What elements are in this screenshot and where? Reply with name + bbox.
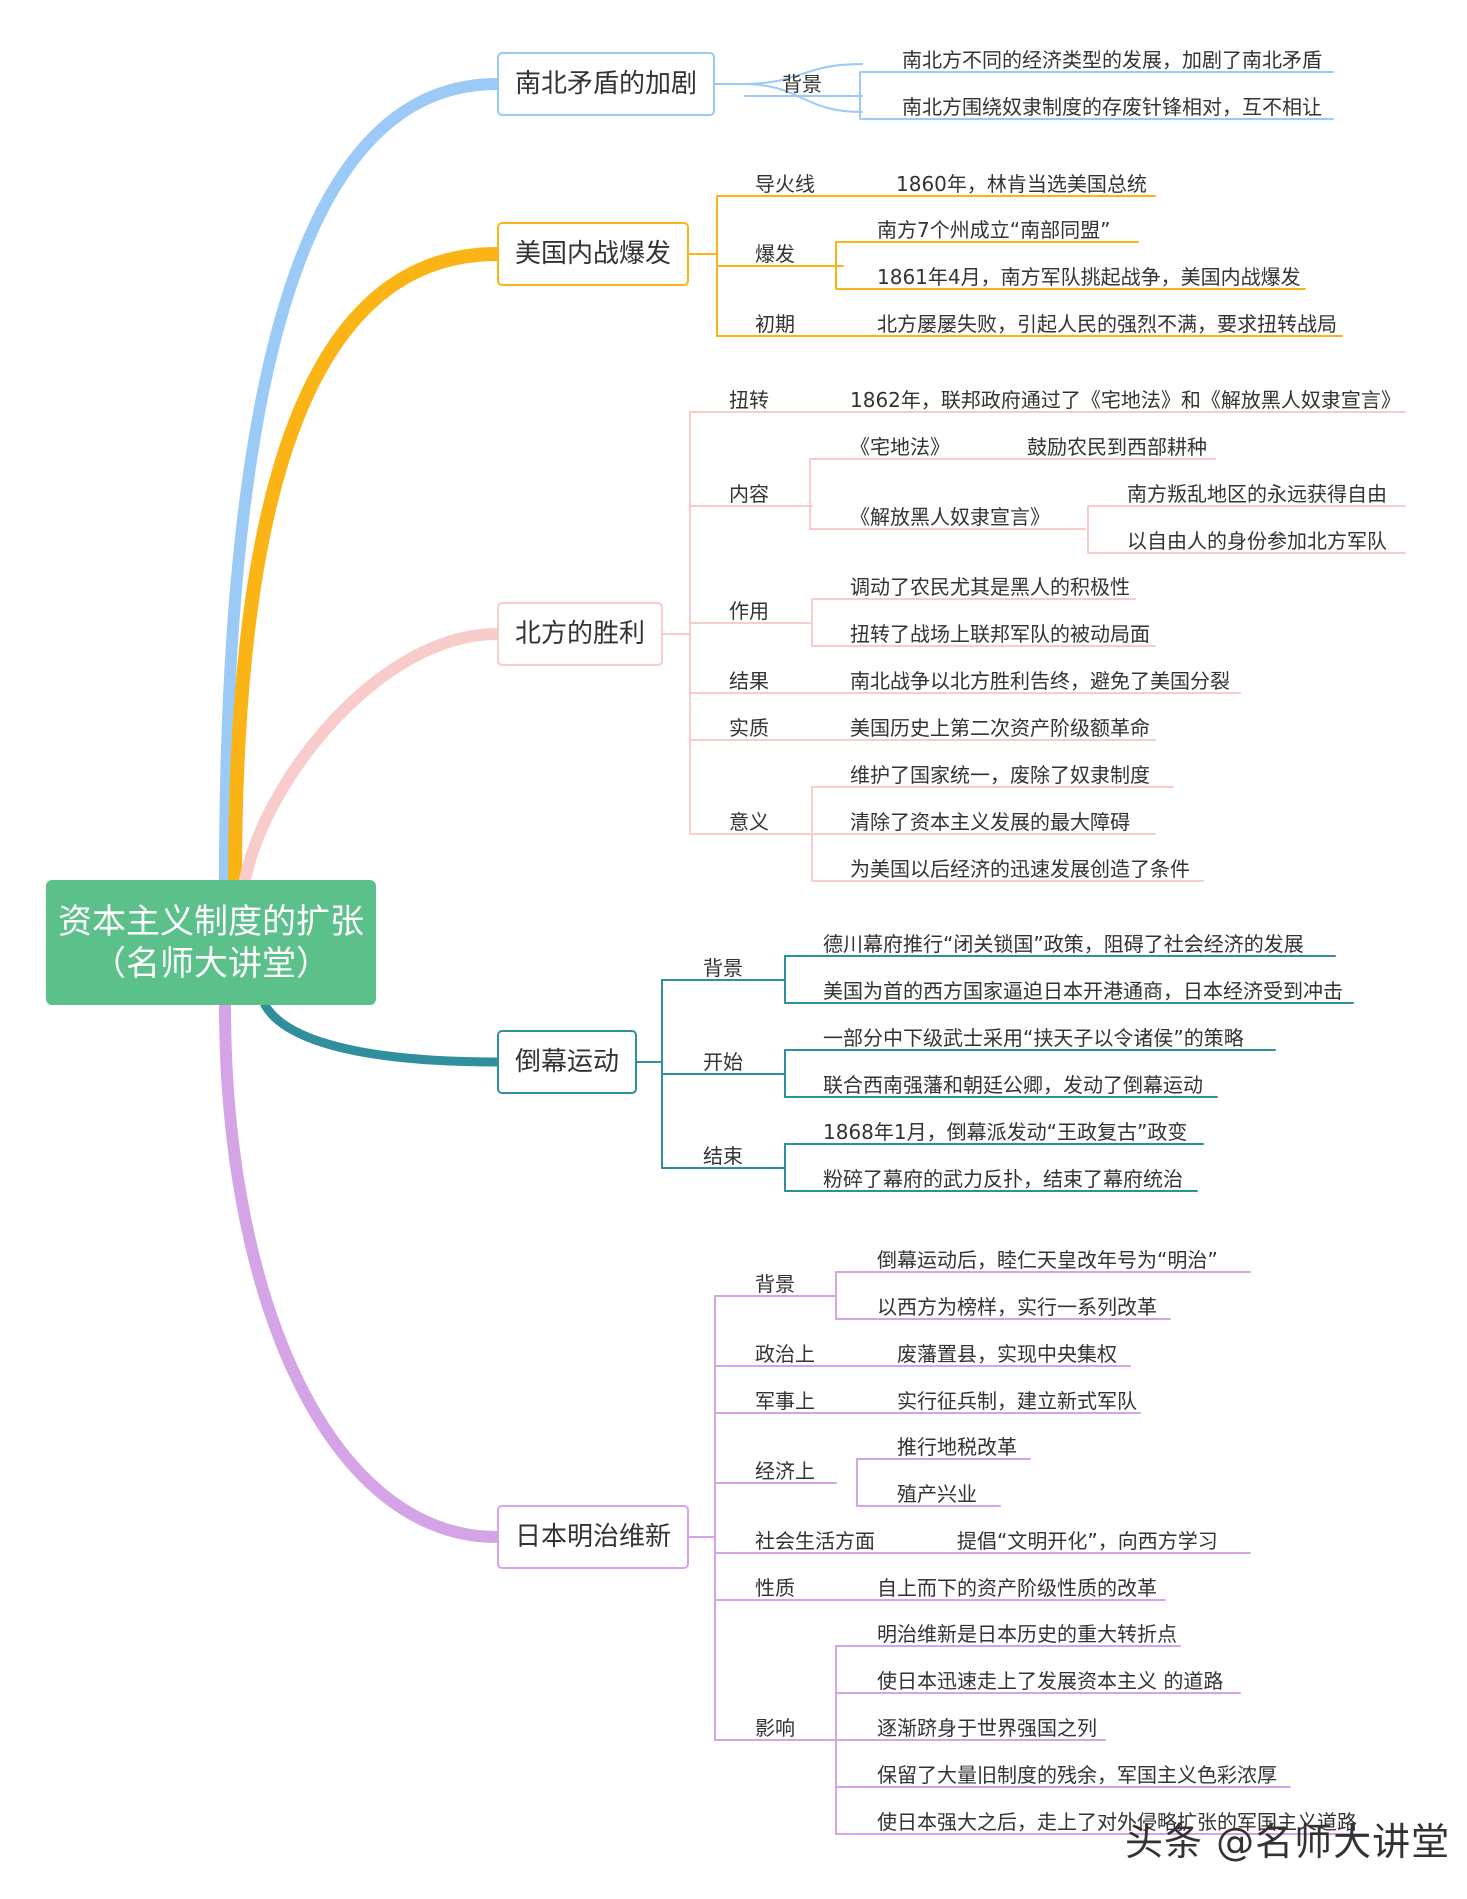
- group-label: 背景: [703, 956, 743, 980]
- leaf-text: 美国为首的西方国家逼迫日本开港通商，日本经济受到冲击: [823, 979, 1343, 1003]
- leaf-text: 1868年1月，倒幕派发动“王政复古”政变: [823, 1120, 1188, 1144]
- group-label: 经济上: [755, 1459, 815, 1483]
- leaf-text: 1862年，联邦政府通过了《宅地法》和《解放黑人奴隶宣言》: [850, 388, 1401, 412]
- group-label: 内容: [729, 482, 769, 506]
- leaf-text: 提倡“文明开化”，向西方学习: [957, 1529, 1218, 1553]
- leaf-text: 保留了大量旧制度的残余，军国主义色彩浓厚: [877, 1763, 1277, 1787]
- leaf-text: 鼓励农民到西部耕种: [1027, 435, 1207, 459]
- main-branch-line: [219, 78, 503, 886]
- leaf-text: 废藩置县，实现中央集权: [897, 1342, 1117, 1366]
- group-label: 军事上: [755, 1389, 815, 1413]
- group-label: 实质: [729, 716, 769, 740]
- leaf-text: 南方7个州成立“南部同盟”: [877, 218, 1111, 242]
- root-node: 资本主义制度的扩张 （名师大讲堂）: [46, 880, 376, 1005]
- leaf-text: 粉碎了幕府的武力反扑，结束了幕府统治: [823, 1167, 1183, 1191]
- leaf-text: 倒幕运动后，睦仁天皇改年号为“明治”: [877, 1248, 1218, 1272]
- leaf-text: 扭转了战场上联邦军队的被动局面: [850, 622, 1150, 646]
- leaf-text: 使日本强大之后，走上了对外侵略扩张的军国主义道路: [877, 1810, 1357, 1834]
- group-label: 作用: [729, 599, 769, 623]
- leaf-text: 《宅地法》: [850, 435, 950, 459]
- leaf-text: 清除了资本主义发展的最大障碍: [850, 810, 1130, 834]
- branch-node-civil-war-outbreak: 美国内战爆发: [497, 222, 690, 286]
- leaf-text: 实行征兵制，建立新式军队: [897, 1389, 1137, 1413]
- leaf-text: 联合西南强藩和朝廷公卿，发动了倒幕运动: [823, 1073, 1203, 1097]
- main-branch-line: [228, 247, 504, 887]
- leaf-text: 使日本迅速走上了发展资本主义 的道路: [877, 1669, 1224, 1693]
- group-label: 背景: [782, 72, 822, 96]
- branch-node-north-south-conflict: 南北矛盾的加剧: [497, 52, 716, 116]
- group-label: 爆发: [755, 242, 795, 266]
- main-branch-line: [239, 628, 503, 886]
- group-label: 初期: [755, 312, 795, 336]
- root-subtitle: （名师大讲堂）: [92, 943, 330, 984]
- leaf-text: 美国历史上第二次资产阶级额革命: [850, 716, 1150, 740]
- main-branch-line: [219, 999, 503, 1543]
- leaf-text: 南北方不同的经济类型的发展，加剧了南北矛盾: [902, 48, 1322, 72]
- leaf-text: 德川幕府推行“闭关锁国”政策，阻碍了社会经济的发展: [823, 932, 1304, 956]
- leaf-text: 逐渐跻身于世界强国之列: [877, 1716, 1097, 1740]
- leaf-text: 明治维新是日本历史的重大转折点: [877, 1622, 1177, 1646]
- group-label: 政治上: [755, 1342, 815, 1366]
- leaf-text: 调动了农民尤其是黑人的积极性: [850, 575, 1130, 599]
- group-label: 意义: [729, 810, 769, 834]
- root-title: 资本主义制度的扩张: [58, 901, 364, 942]
- group-label: 性质: [755, 1576, 795, 1600]
- group-label: 导火线: [755, 172, 815, 196]
- leaf-text: 《解放黑人奴隶宣言》: [850, 505, 1050, 529]
- leaf-text: 一部分中下级武士采用“挟天子以令诸侯”的策略: [823, 1026, 1244, 1050]
- leaf-text: 1860年，林肯当选美国总统: [896, 172, 1147, 196]
- group-label: 结果: [729, 669, 769, 693]
- leaf-text: 自上而下的资产阶级性质的改革: [877, 1576, 1157, 1600]
- leaf-text: 南方叛乱地区的永远获得自由: [1127, 482, 1387, 506]
- watermark: 头条 @名师大讲堂: [1125, 1820, 1451, 1864]
- main-branch-line: [260, 1000, 502, 1067]
- group-label: 结束: [703, 1144, 743, 1168]
- leaf-text: 殖产兴业: [897, 1482, 977, 1506]
- leaf-text: 推行地税改革: [897, 1435, 1017, 1459]
- group-label: 扭转: [729, 388, 769, 412]
- leaf-text: 为美国以后经济的迅速发展创造了条件: [850, 857, 1190, 881]
- leaf-text: 维护了国家统一，废除了奴隶制度: [850, 763, 1150, 787]
- leaf-text: 南北战争以北方胜利告终，避免了美国分裂: [850, 669, 1230, 693]
- connector-line: [741, 63, 863, 85]
- leaf-text: 1861年4月，南方军队挑起战争，美国内战爆发: [877, 265, 1301, 289]
- group-label: 社会生活方面: [755, 1529, 875, 1553]
- group-label: 开始: [703, 1050, 743, 1074]
- connector-line: [741, 83, 863, 113]
- leaf-text: 以自由人的身份参加北方军队: [1127, 529, 1387, 553]
- leaf-text: 以西方为榜样，实行一系列改革: [877, 1295, 1157, 1319]
- group-label: 影响: [755, 1716, 795, 1740]
- group-label: 背景: [755, 1272, 795, 1296]
- branch-node-meiji-restoration: 日本明治维新: [497, 1505, 690, 1569]
- branch-node-shogunate-overthrow: 倒幕运动: [497, 1030, 638, 1094]
- leaf-text: 北方屡屡失败，引起人民的强烈不满，要求扭转战局: [877, 312, 1337, 336]
- branch-node-north-victory: 北方的胜利: [497, 602, 664, 666]
- leaf-text: 南北方围绕奴隶制度的存废针锋相对，互不相让: [902, 95, 1322, 119]
